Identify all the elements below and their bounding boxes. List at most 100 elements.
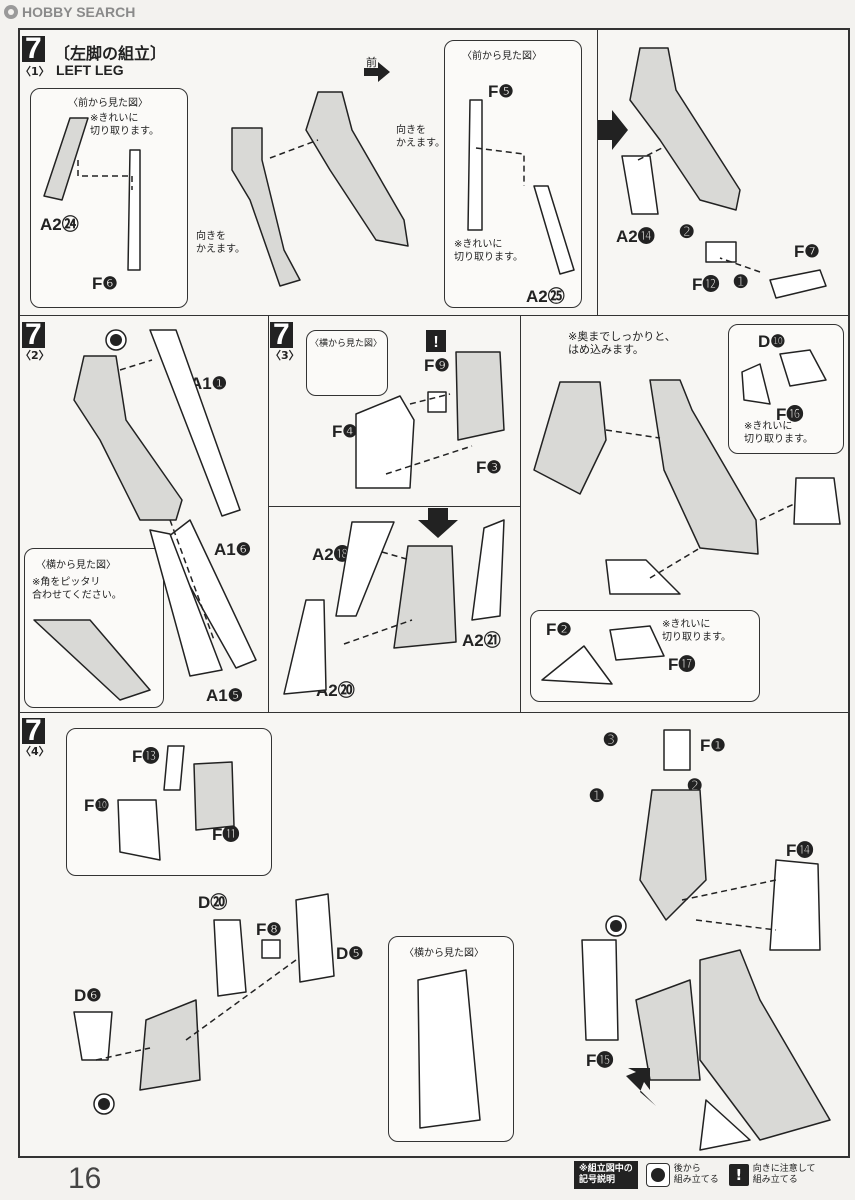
leg-assembled-2 — [73, 355, 183, 521]
guide-2 — [269, 139, 319, 159]
label-a2-21: A2㉑ — [462, 631, 501, 650]
guide-18 — [695, 919, 777, 931]
part-a1-6 — [163, 519, 257, 669]
watermark: HOBBY SEARCH — [4, 4, 135, 20]
front-view-title-1: 〈前から見た図〉 — [68, 98, 148, 109]
side-detail-4 — [417, 969, 481, 1129]
step-number: 7 — [22, 34, 45, 64]
label-d5: D❺ — [336, 944, 364, 963]
part-pyramid-4 — [699, 1099, 751, 1151]
guide-5 — [719, 257, 761, 273]
caution-direction-icon: ! — [728, 1164, 749, 1186]
label-a1-6: A1❻ — [214, 540, 251, 559]
guide-10 — [381, 551, 411, 561]
part-f12 — [705, 241, 737, 263]
guide-17 — [681, 879, 777, 901]
guide-7 — [169, 519, 215, 641]
part-d5 — [295, 893, 335, 983]
side-view-title-2: 〈横から見た図〉 — [36, 560, 116, 571]
guide-11 — [343, 619, 413, 645]
side-view-bubble-3 — [306, 330, 388, 396]
part-f10 — [117, 799, 161, 861]
side-view-title-4: 〈横から見た図〉 — [404, 948, 484, 959]
legend-direction: 向きに注意して 組み立てる — [752, 1164, 816, 1185]
part-f1 — [663, 729, 691, 771]
part-f13 — [163, 745, 185, 791]
leg-frame-left — [231, 127, 301, 287]
label-f10: F❿ — [84, 796, 110, 815]
part-d20 — [213, 919, 247, 997]
part-a2-21 — [471, 519, 505, 621]
leg-assembled-3 — [649, 379, 759, 555]
leg-assembled-1 — [629, 47, 741, 211]
part-f14 — [769, 859, 821, 951]
cut-clean-note-2: ※きれいに 切り取ります。 — [454, 239, 523, 263]
substep-3: 〈3〉 — [270, 349, 300, 362]
direction-marker-1 — [426, 330, 446, 352]
label-f15: F⓯ — [586, 1051, 614, 1070]
front-view-title-2: 〈前から見た図〉 — [462, 51, 542, 62]
part-f7 — [769, 269, 827, 299]
label-f8: F❽ — [256, 920, 282, 939]
part-f6 — [127, 149, 141, 271]
part-a2-25 — [533, 185, 575, 275]
label-f9: F❾ — [424, 356, 450, 375]
arrow-right-1 — [598, 110, 628, 150]
label-a2-18: A2⓲ — [312, 545, 351, 564]
subtitle-left-leg: LEFT LEG — [56, 62, 124, 78]
step-number-3: 7 — [270, 320, 293, 350]
part-a2-20 — [283, 599, 327, 695]
substep-4: 〈4〉 — [20, 745, 50, 758]
label-d6: D❻ — [74, 986, 102, 1005]
label-f4: F❹ — [332, 422, 358, 441]
label-a1-1: A1❶ — [190, 374, 227, 393]
part-a1-5 — [149, 529, 223, 677]
guide-4 — [637, 147, 663, 161]
label-a2-14: A2⓮ — [616, 227, 655, 246]
label-f6: F❻ — [92, 274, 118, 293]
guide-13 — [759, 503, 795, 521]
label-f2: F❷ — [546, 620, 572, 639]
part-a1-1 — [149, 329, 241, 517]
divider-row1 — [19, 315, 849, 316]
turn-note-1: 向きを かえます。 — [196, 231, 245, 255]
substep-2: 〈2〉 — [20, 349, 50, 362]
part-pyramid — [605, 559, 681, 595]
part-f4 — [355, 395, 415, 489]
part-f2 — [541, 645, 613, 685]
part-foot-assembly — [139, 999, 201, 1091]
step-number-2: 7 — [22, 320, 45, 350]
order-1: ➊ — [734, 274, 748, 291]
guide-12 — [605, 429, 661, 439]
cut-clean-note-1: ※きれいに 切り取ります。 — [90, 113, 159, 137]
corner-note: ※角をピッタリ 合わせてください。 — [32, 577, 122, 601]
label-f5: F❺ — [488, 82, 514, 101]
label-f13: F⓭ — [132, 747, 160, 766]
part-d10-assembled — [793, 477, 841, 525]
label-f1: F❶ — [700, 736, 726, 755]
arrow-up-left — [626, 1068, 656, 1106]
divider-row2 — [19, 712, 849, 713]
legend: ※組立図中の 記号説明 後から 組み立てる ! 向きに注意して 組み立てる — [574, 1155, 816, 1195]
part-d10 — [779, 349, 827, 387]
page-number: 16 — [68, 1162, 102, 1195]
svg-text:!: ! — [433, 334, 438, 351]
later-assembly-icon — [645, 1163, 670, 1187]
guide-9 — [409, 393, 451, 405]
part-f11 — [193, 761, 235, 831]
substep-1: 〈1〉 — [20, 65, 50, 78]
turn-note-2: 向きを かえます。 — [396, 125, 445, 149]
guide-16 — [185, 959, 297, 1041]
order-3: ➌ — [604, 732, 618, 749]
label-f17: F⓱ — [668, 655, 696, 674]
divider-p2 — [268, 316, 269, 712]
part-f15 — [581, 939, 619, 1041]
part-f3 — [455, 351, 505, 441]
watermark-text: HOBBY SEARCH — [22, 4, 136, 20]
leg-assembled-4 — [699, 949, 831, 1141]
label-f11: F⓫ — [212, 825, 240, 844]
label-f12: F⓬ — [692, 275, 720, 294]
part-f9 — [427, 391, 447, 413]
order-2: ➋ — [680, 224, 694, 241]
